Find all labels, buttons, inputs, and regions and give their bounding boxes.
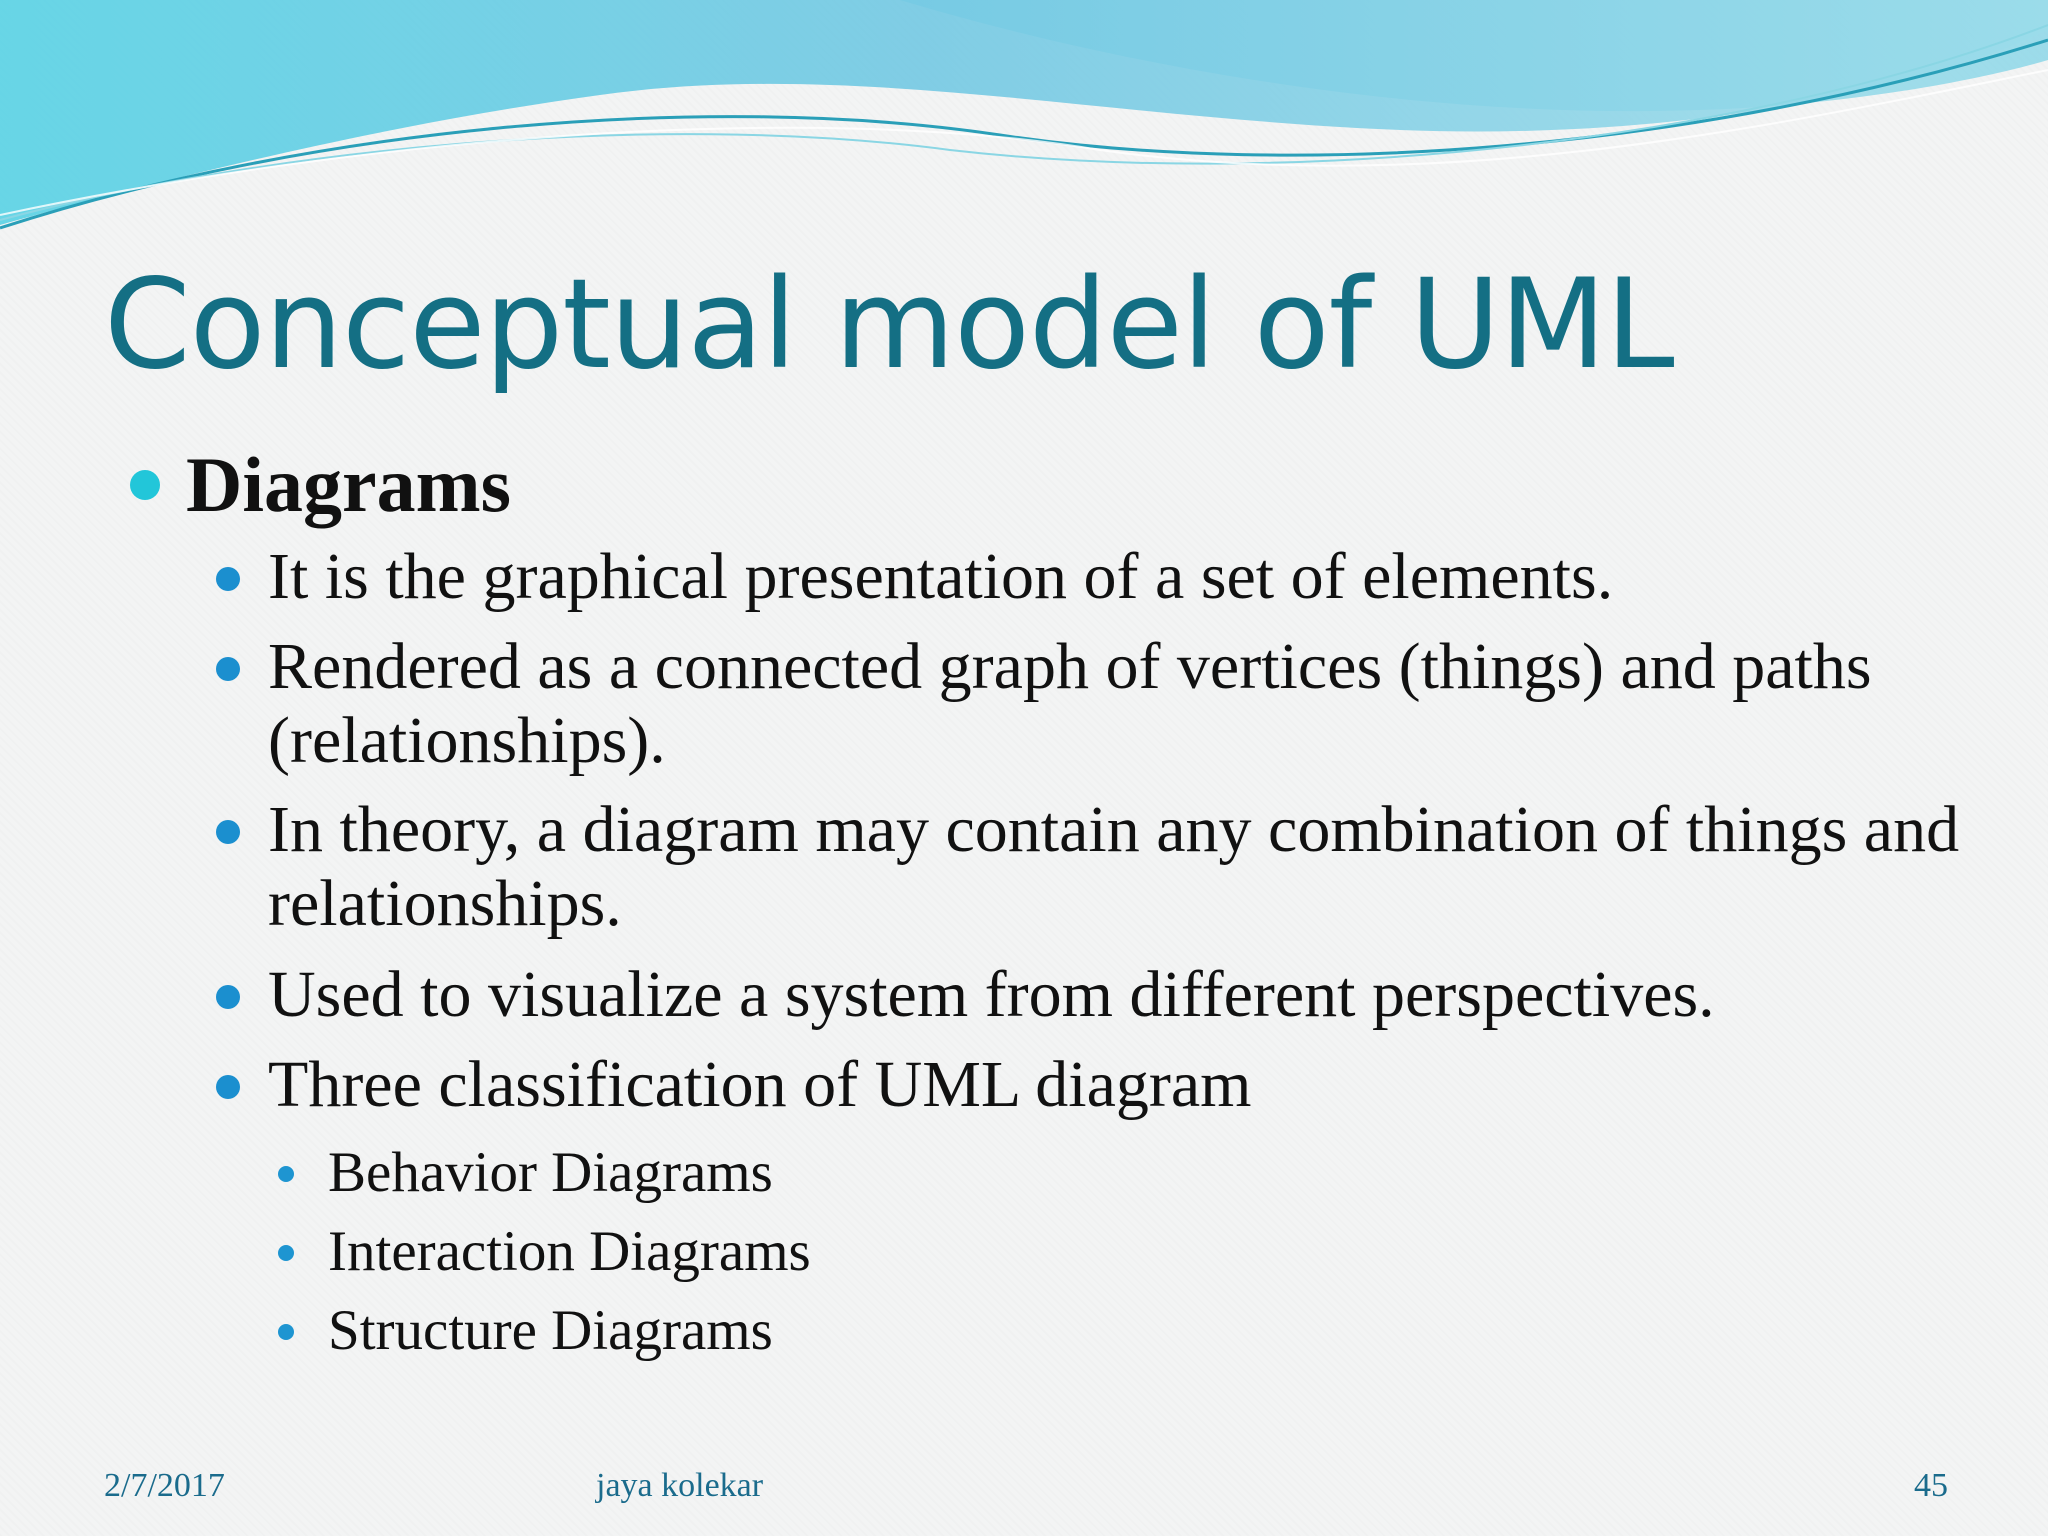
sub-bullet-dot-icon	[278, 1245, 294, 1261]
bullet-dot-icon	[216, 985, 240, 1009]
bullet-dot-icon	[216, 657, 240, 681]
bullet-dot-icon	[216, 1075, 240, 1099]
bullet-dot-icon	[130, 470, 160, 500]
bullet-item-5: Three classification of UML diagram	[268, 1048, 1252, 1121]
footer-date: 2/7/2017	[104, 1467, 225, 1504]
sub-bullet-dot-icon	[278, 1166, 294, 1182]
bullet-item-1: It is the graphical presentation of a se…	[268, 540, 1614, 613]
footer-author: jaya kolekar	[596, 1467, 764, 1504]
slide-title: Conceptual model of UML	[104, 253, 1675, 397]
sub-bullet-dot-icon	[278, 1324, 294, 1340]
section-heading: Diagrams	[186, 441, 511, 528]
bullet-item-4: Used to visualize a system from differen…	[268, 958, 1715, 1031]
bullet-item-2: Rendered as a connected graph of vertice…	[268, 630, 1872, 777]
wave-header-decoration	[0, 0, 2048, 230]
slide-number: 45	[1914, 1467, 1948, 1504]
bullet-item-3: In theory, a diagram may contain any com…	[268, 793, 1960, 940]
bullet-dot-icon	[216, 820, 240, 844]
sub-bullet-item-2: Interaction Diagrams	[328, 1220, 811, 1283]
sub-bullet-item-1: Behavior Diagrams	[328, 1141, 773, 1204]
sub-bullet-item-3: Structure Diagrams	[328, 1299, 773, 1362]
bullet-dot-icon	[216, 567, 240, 591]
